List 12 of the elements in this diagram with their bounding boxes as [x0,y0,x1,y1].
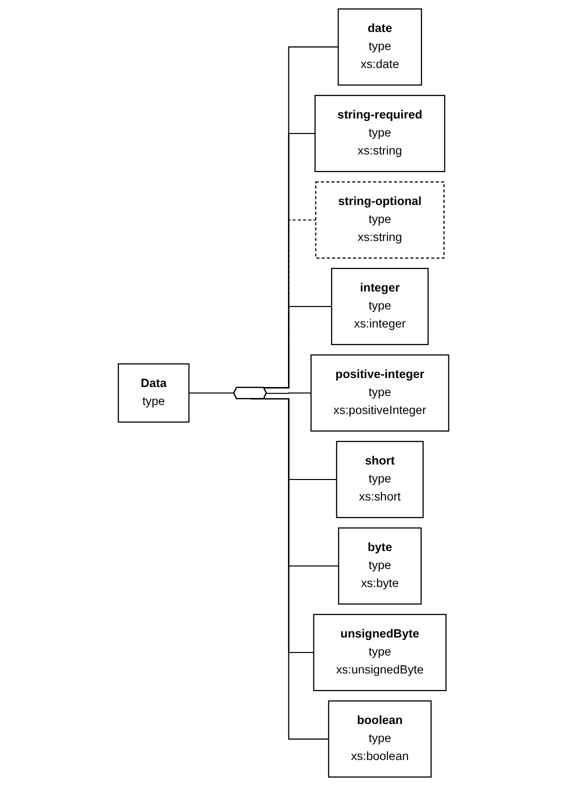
node-box: Data type [118,362,190,422]
node-box: unsignedByte type xs:unsignedByte [313,613,447,691]
connector [188,392,235,394]
node-box: string-optional type xs:string [315,180,445,258]
node-box: short type xs:short [336,440,424,518]
node-box: string-required type xs:string [314,94,446,172]
node-box: integer type xs:integer [331,267,429,345]
node-box: boolean type xs:boolean [328,700,432,778]
node-box: date type xs:date [338,8,422,86]
node-box: byte type xs:byte [338,526,422,604]
node-box: positive-integer type xs:positiveInteger [310,354,450,432]
connector [266,392,312,394]
